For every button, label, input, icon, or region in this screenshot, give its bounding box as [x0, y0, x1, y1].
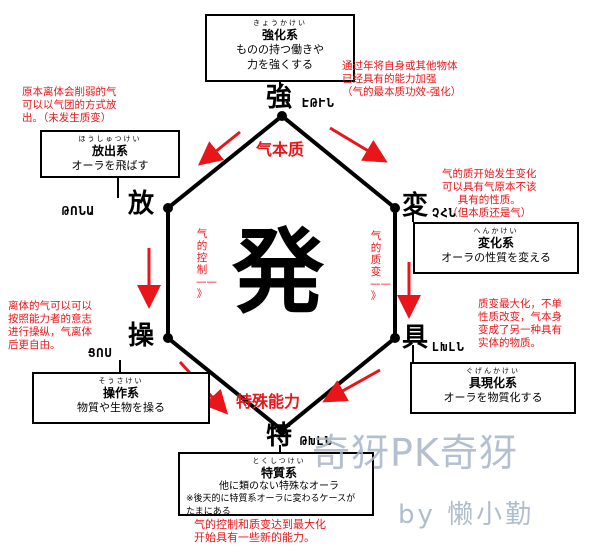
conjuration-title: 具現化系: [468, 376, 517, 390]
arrow-top-to-left: [197, 130, 241, 166]
conjuration-line1: オーラを物質化する: [443, 391, 543, 404]
note-line: 后更自由。: [8, 339, 61, 351]
manipulation-line1: 物質や生物を操る: [77, 401, 165, 414]
label-qi-transmutation-char: ——: [370, 278, 391, 290]
author-signature: by 懒小勤: [398, 500, 535, 530]
node-specialization-glyph: ԹԽԼՆ: [300, 434, 333, 448]
emission-line1: オーラを飛ばす: [71, 159, 149, 172]
label-qi-essence: 气本质: [256, 140, 305, 159]
label-qi-transmutation-char: 质: [370, 254, 382, 266]
center-hatsu-character: 発: [232, 218, 325, 326]
node-conjuration-kanji: 具: [402, 323, 429, 353]
note-line: 变成了另一种具有: [478, 324, 562, 336]
node-specialization-kanji: 特: [266, 421, 293, 451]
specialization-box: とくしつけい 特質系 他に類のない特殊なオーラ ※後天的に特質系オーラに変わるケ…: [178, 452, 374, 517]
label-qi-control-char: 》: [196, 288, 208, 300]
label-qi-transmutation: 气 的 质 变 —— 》: [370, 230, 391, 302]
node-transmutation-kanji: 変: [402, 191, 429, 221]
note-line: 可以以气团的方式放: [22, 99, 117, 111]
node-dot-bottom: [277, 425, 287, 435]
note-specialization: 气的控制和质变达到最大化 开始具有一些新的能力。: [194, 518, 326, 544]
note-line: 出。（未发生质变）: [22, 112, 112, 124]
emission-ruby: ほうしゅつけい: [78, 135, 142, 143]
node-dot-upper-left: [163, 203, 173, 213]
node-dot-top: [277, 111, 287, 121]
emission-box: ほうしゅつけい 放出系 オーラを飛ばす: [40, 130, 180, 178]
note-line: 质变最大化，不单: [478, 298, 562, 310]
transmutation-box: へんかけい 変化系 オーラの性質を変える: [413, 222, 579, 274]
node-enhancement-kanji: 強: [266, 83, 293, 113]
node-conjuration-glyph: ԼԽԼՆ: [432, 340, 465, 354]
manipulation-ruby: そうさけい: [98, 377, 144, 385]
label-qi-control-char: 的: [196, 240, 208, 252]
note-manipulation: 离体的气可以可以 按照能力者的意志 进行操纵，气离体 后更自由。: [8, 300, 92, 352]
note-line: （但本质还是气）: [447, 207, 532, 219]
label-qi-transmutation-char: 气: [370, 230, 382, 242]
specialization-line1: 他に類のない特殊なオーラ: [219, 481, 339, 492]
label-qi-transmutation-char: 变: [370, 266, 382, 278]
note-line: 通过年将自身或其他物体: [342, 60, 458, 72]
label-qi-control-char: ——: [196, 276, 217, 288]
note-transmutation: 气的质开始发生变化 可以具有气原本不该 具有的性质。 （但本质还是气）: [442, 168, 537, 220]
label-special-ability: 特殊能力: [236, 392, 301, 411]
enhancement-line2: 力を強くする: [247, 58, 313, 71]
label-qi-transmutation-char: 的: [370, 242, 382, 254]
node-manipulation-kanji: 操: [128, 321, 155, 351]
node-dot-upper-right: [390, 203, 400, 213]
note-enhancement: 通过年将自身或其他物体 已经具有的能力加强 （气的最本质功效-强化）: [342, 60, 461, 99]
note-line: 可以具有气原本不该: [442, 181, 537, 193]
arrow-top-to-right: [329, 126, 388, 163]
label-qi-control-char: 制: [196, 264, 208, 276]
conjuration-ruby: ぐげんかけい: [466, 367, 520, 375]
node-emission-glyph: ԹՈՆԱ: [62, 204, 95, 218]
note-conjuration: 质变最大化，不单 性质改变，气本身 变成了另一种具有 实体的物质。: [478, 298, 562, 350]
emission-title: 放出系: [91, 144, 128, 158]
enhancement-ruby: きょうかけい: [253, 19, 307, 27]
conjuration-box: ぐげんかけい 具現化系 オーラを物質化する: [410, 362, 576, 414]
specialization-ruby: とくしつけい: [252, 457, 306, 465]
enhancement-line1: ものの持つ働きや: [236, 43, 324, 56]
note-line: 已经具有的能力加强: [342, 73, 437, 85]
note-emission: 原本离体会削弱的气 可以以气团的方式放 出。（未发生质变）: [22, 86, 117, 125]
note-line: 气的质开始发生变化: [442, 168, 537, 180]
node-emission-kanji: 放: [128, 189, 155, 219]
note-line: 开始具有一些新的能力。: [194, 531, 315, 544]
node-dot-lower-right: [390, 333, 400, 343]
node-transmutation-glyph: ՉՀՆ: [432, 206, 457, 220]
label-qi-transmutation-char: 》: [370, 290, 382, 302]
watermark-text: 奇犽PK奇犽: [312, 431, 518, 475]
note-line: 进行操纵，气离体: [8, 326, 92, 338]
note-line: 实体的物质。: [478, 337, 541, 349]
arrow-right-to-bottom: [322, 368, 381, 403]
specialization-line3: たまにある: [186, 507, 231, 517]
note-line: 具有的性质。: [457, 194, 521, 206]
manipulation-title: 操作系: [102, 386, 139, 400]
enhancement-box: きょうかけい 強化系 ものの持つ働きや 力を強くする: [205, 14, 355, 82]
label-qi-control-char: 气: [196, 228, 208, 240]
note-line: （气的最本质功效-强化）: [342, 86, 462, 98]
enhancement-title: 強化系: [261, 28, 298, 42]
transmutation-ruby: へんかけい: [473, 227, 519, 235]
label-qi-control: 气 的 控 制 —— 》: [196, 228, 217, 300]
specialization-title: 特質系: [260, 466, 297, 480]
note-line: 气的控制和质变达到最大化: [194, 518, 326, 531]
note-line: 离体的气可以可以: [8, 300, 92, 312]
node-enhancement-glyph: ԷԹՒՆ: [302, 96, 335, 110]
label-qi-control-char: 控: [196, 252, 208, 264]
node-dot-lower-left: [163, 333, 173, 343]
node-manipulation-glyph: ՑՈՍ: [88, 346, 113, 360]
note-line: 按照能力者的意志: [8, 313, 92, 325]
manipulation-box: そうさけい 操作系 物質や生物を操る: [32, 372, 210, 424]
transmutation-title: 変化系: [477, 236, 514, 250]
transmutation-line1: オーラの性質を変える: [441, 251, 551, 264]
note-line: 性质改变，气本身: [478, 311, 562, 323]
note-line: 原本离体会削弱的气: [22, 86, 117, 98]
specialization-line2: ※後天的に特質系オーラに変わるケースが: [186, 494, 356, 504]
